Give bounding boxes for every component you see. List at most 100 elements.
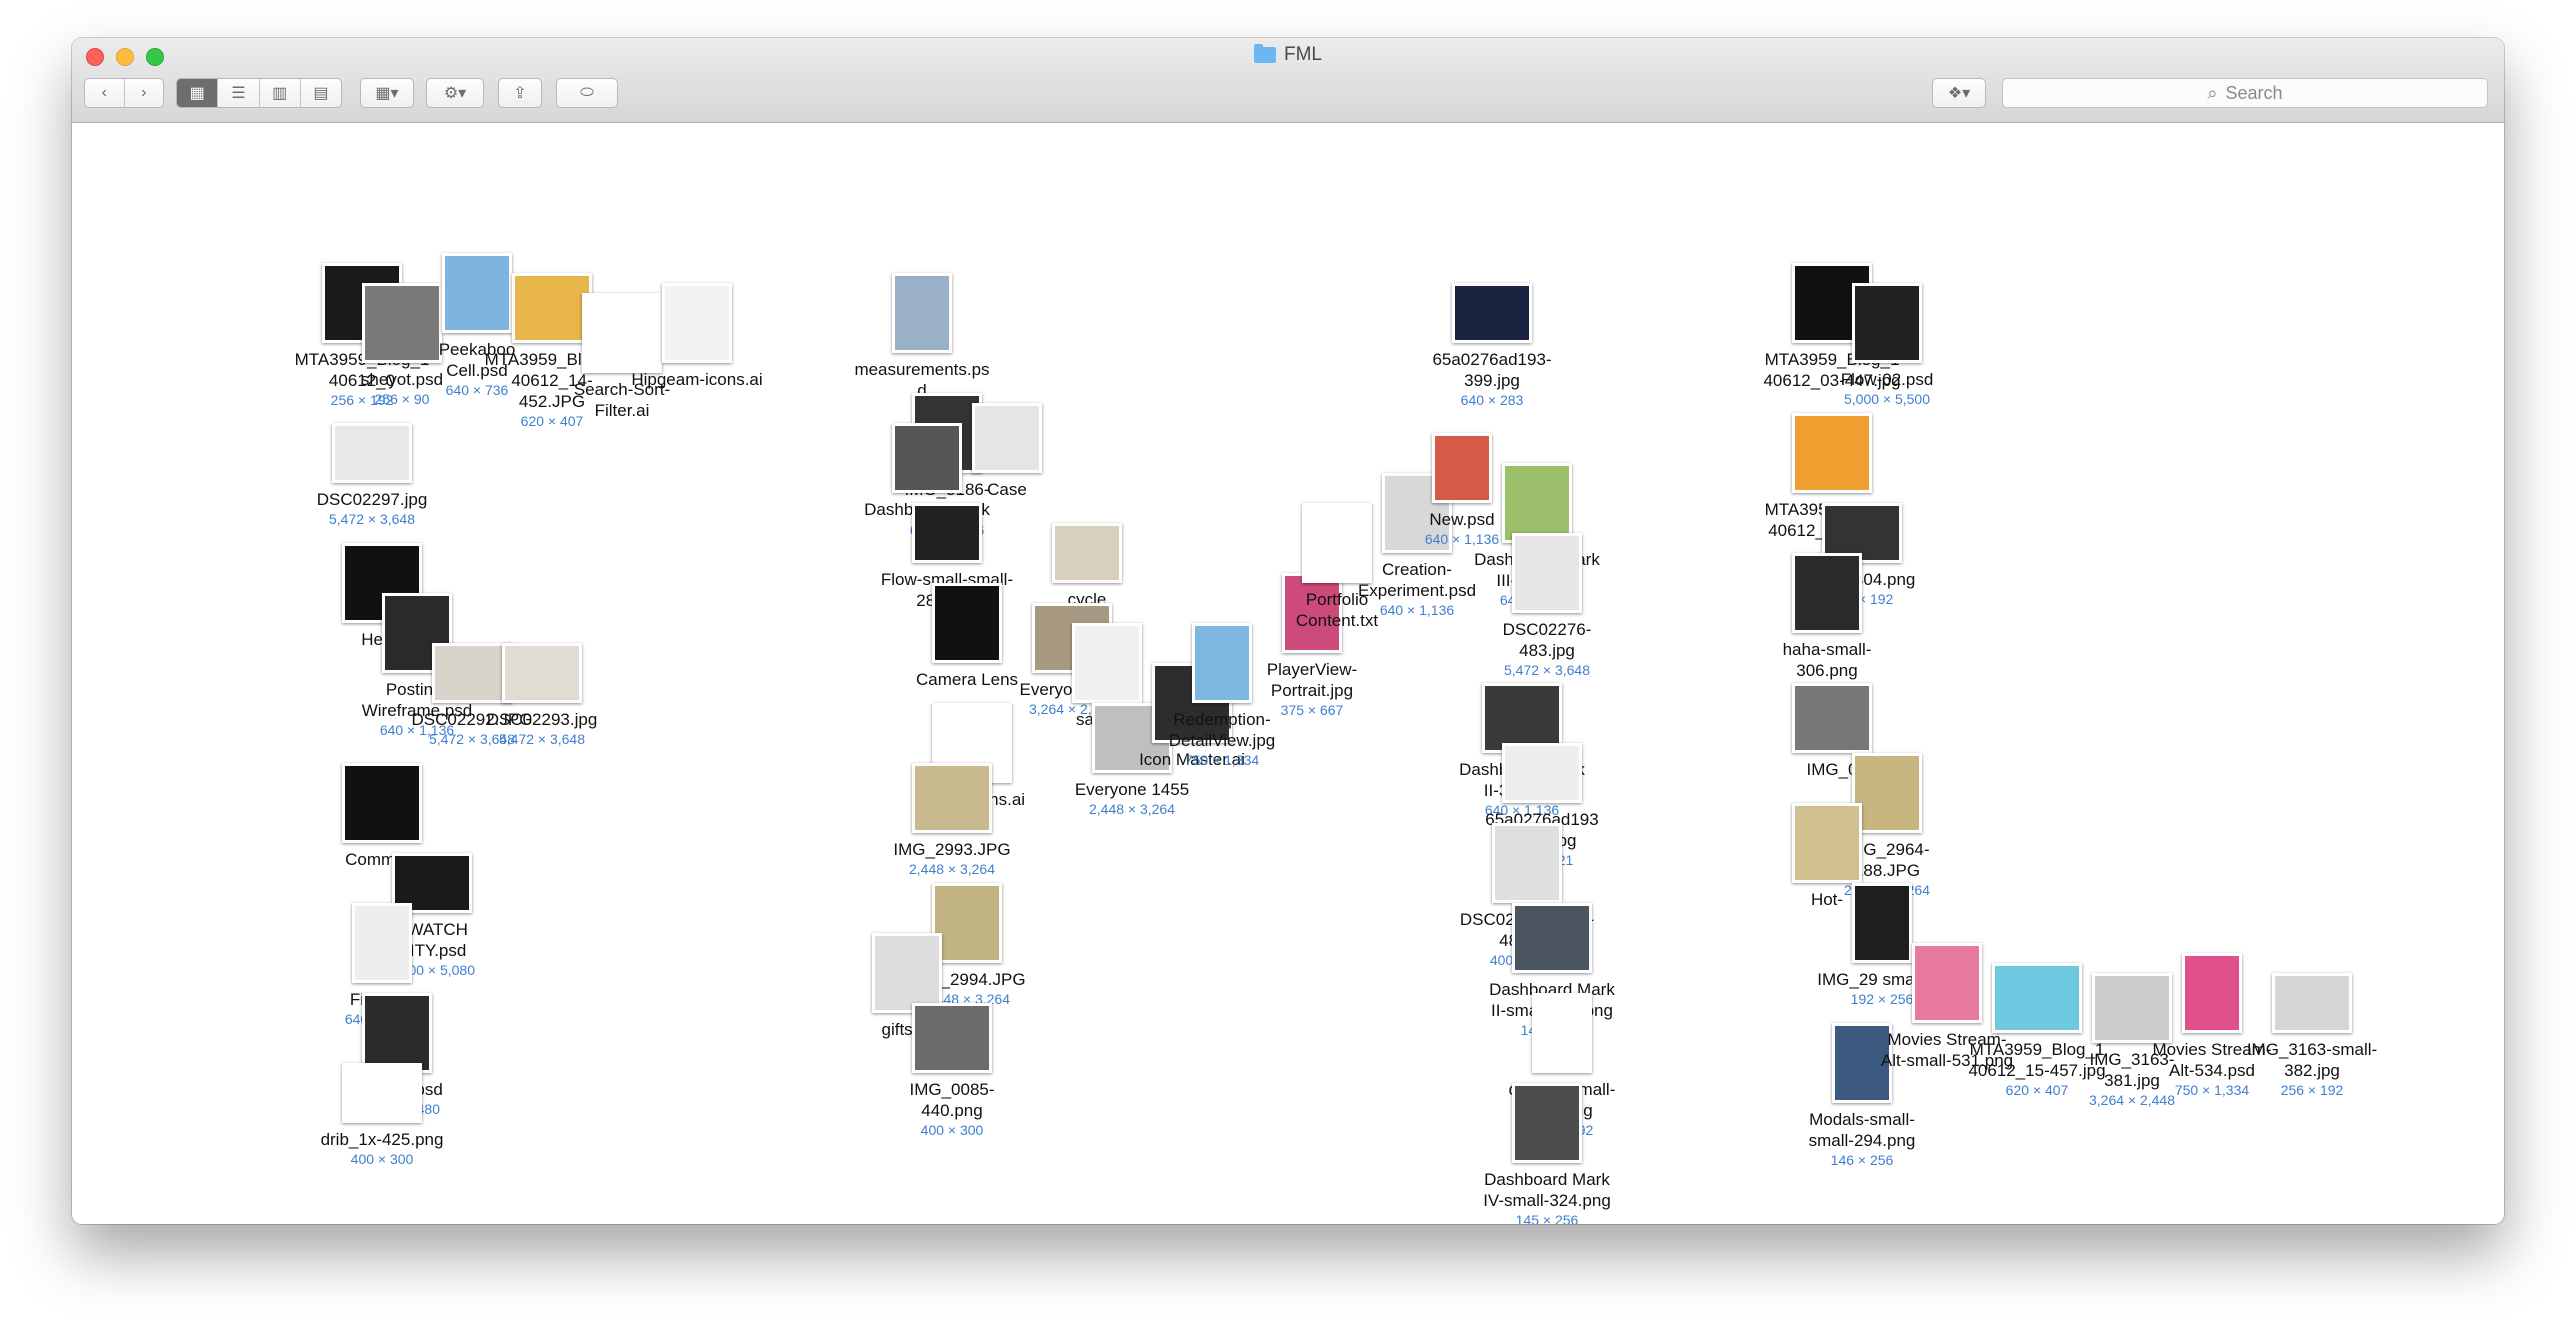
file-name: Hipgeam-icons.ai [631,370,763,389]
file-name: DSC02292.JPG [411,710,533,729]
file-dimensions: 5,472 × 3,648 [328,511,416,527]
file-item[interactable]: Movies Stream-Alt-small-531.png [1877,943,2017,1071]
file-thumbnail [1792,803,1862,883]
minimize-window-button[interactable] [116,48,134,66]
close-window-button[interactable] [86,48,104,66]
file-name: Everyone 1455 [1074,780,1190,799]
window-title-text: FML [1284,44,1322,65]
file-thumbnail [352,903,412,983]
column-view-icon: ▥ [272,85,288,102]
file-thumbnail [872,933,942,1013]
file-dimensions: 3,264 × 2,448 [2088,1092,2176,1108]
file-name: SWATCH CITY.psd [396,920,468,960]
file-dimensions: 620 × 407 [2005,1082,2069,1098]
file-item[interactable]: Hot- [1757,803,1897,910]
file-thumbnail [2272,973,2352,1033]
file-dimensions: 5,000 × 5,500 [1843,391,1931,407]
file-name: PlayerView-Portrait.jpg [1266,660,1358,700]
file-thumbnail [1912,943,1982,1023]
file-item[interactable]: Portfolio Content.txt [1267,503,1407,631]
file-dimensions: 5,472 × 3,648 [498,731,586,747]
toolbar: ‹ › ▦ ☰ ▥ ▤ ▦▾ ⚙▾ ⇪ ⬭ ❖▾ [84,78,2494,108]
cover-flow-button[interactable]: ▤ [301,79,341,107]
file-item[interactable]: Search-Sort-Filter.ai [552,293,692,421]
zoom-window-button[interactable] [146,48,164,66]
arrange-grid-icon: ▦▾ [375,85,399,102]
file-name: Icon Master.ai [1139,750,1245,769]
forward-button[interactable]: › [125,79,164,107]
file-thumbnail [972,403,1042,473]
file-item[interactable]: IMG_0 [1762,683,1902,780]
back-button[interactable]: ‹ [85,79,125,107]
file-dimensions: 146 × 256 [1830,1152,1894,1168]
dropbox-button[interactable]: ❖▾ [1932,78,1986,108]
file-item[interactable]: Hipgeam-icons.ai [627,283,767,390]
file-thumbnail [1452,283,1532,343]
file-thumbnail [1852,753,1922,833]
column-view-button[interactable]: ▥ [260,79,301,107]
share-button[interactable]: ⇪ [498,78,542,108]
list-view-icon: ☰ [231,85,246,102]
action-button[interactable]: ⚙▾ [426,78,484,108]
file-dimensions: 400 × 300 [920,1122,984,1138]
file-item[interactable]: Case [937,403,1077,500]
tag-icon: ⬭ [580,84,594,101]
file-dimensions: 256 × 192 [330,392,394,408]
search-field[interactable]: ⌕ Search [2002,78,2488,108]
file-dimensions: 2,448 × 3,264 [908,861,996,877]
file-item[interactable]: haha-small-306.png256 × 154 [1757,553,1897,699]
window-title: FML [72,44,2504,66]
tags-button[interactable]: ⬭ [556,78,618,108]
file-name: Dashboard Mark IV-small-324.png [1483,1170,1611,1210]
file-name: Creation-Experiment.psd [1357,560,1477,600]
gear-icon: ⚙▾ [443,85,467,102]
file-thumbnail [662,283,732,363]
arrange-button[interactable]: ▦▾ [360,78,414,108]
file-thumbnail [582,293,662,373]
file-dimensions: 375 × 667 [1280,702,1344,718]
file-thumbnail [892,273,952,353]
file-dimensions: 400 × 300 [350,1151,414,1167]
file-thumbnail [1512,903,1592,973]
file-item[interactable]: measurements.psd [852,273,992,401]
file-item[interactable]: cycle [1017,523,1157,610]
file-item[interactable]: Camera Lens [897,583,1037,690]
file-thumbnail [1532,993,1592,1073]
icon-view-button[interactable]: ▦ [177,79,219,107]
list-view-button[interactable]: ☰ [218,79,260,107]
file-thumbnail [1072,623,1142,703]
file-thumbnail [2092,973,2172,1043]
file-thumbnail [892,423,962,493]
search-icon: ⌕ [2207,82,2218,103]
icon-view-icon: ▦ [189,85,205,102]
file-thumbnail [912,1003,992,1073]
title-bar: FML ‹ › ▦ ☰ ▥ ▤ ▦▾ ⚙▾ ⇪ ⬭ ❖▾ ⌕ Search [72,38,2504,123]
file-name: haha-small-306.png [1782,640,1872,680]
file-thumbnail [1852,883,1912,963]
file-thumbnail [1792,413,1872,493]
file-dimensions: 256 × 90 [374,391,430,407]
file-thumbnail [932,583,1002,663]
window-controls [86,48,164,66]
